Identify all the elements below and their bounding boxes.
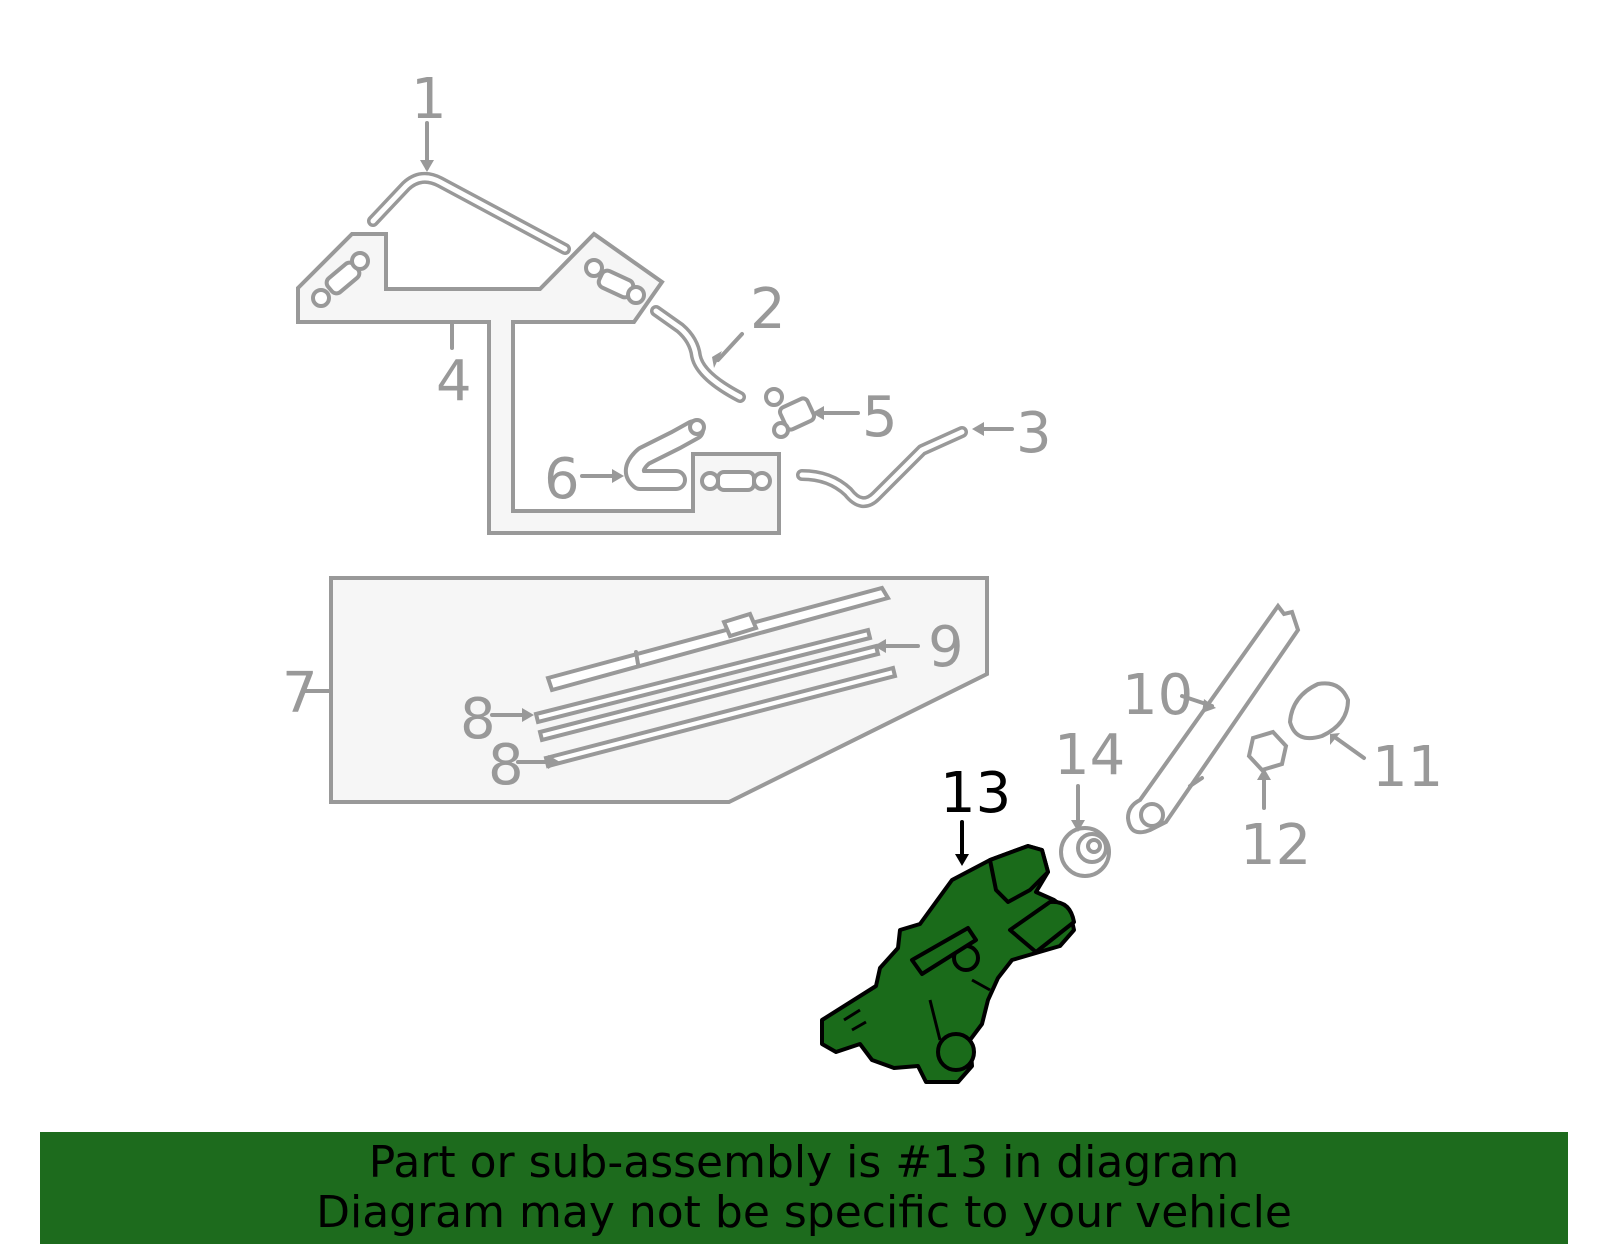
callout-10: 10 [1122,663,1193,728]
hose-2 [650,305,746,403]
part-10-wiper-arm [1125,602,1301,835]
wiper-blade [545,585,892,693]
part-6-elbow [623,418,706,491]
callout-9: 9 [928,615,964,680]
part-5-connector [764,387,817,439]
callout-13: 13 [940,761,1011,826]
leader-lines [303,121,1366,866]
connector-right [584,258,646,305]
refill-upper [533,627,873,725]
callout-3: 3 [1016,401,1052,466]
callout-14: 14 [1054,723,1125,788]
refill-middle [537,643,881,743]
callout-8-lower: 8 [488,733,524,798]
callout-5: 5 [862,385,898,450]
connector-left [311,251,370,308]
part-11-cap [1287,681,1351,741]
hose-1 [367,171,571,255]
part-14-grommet [1059,826,1111,878]
banner-line-1: Part or sub-assembly is #13 in diagram [368,1137,1240,1188]
part-12-nut [1246,729,1289,773]
callout-7: 7 [282,661,318,726]
connector-bottom [700,470,772,492]
callout-11: 11 [1372,735,1443,800]
info-banner: Part or sub-assembly is #13 in diagram D… [40,1132,1568,1244]
callout-8-upper: 8 [460,687,496,752]
callout-12: 12 [1240,813,1311,878]
callout-6: 6 [544,447,580,512]
hose-3 [796,426,968,508]
panel-4-outline [296,231,781,535]
part-13-wiper-motor [820,844,1076,1084]
callout-1: 1 [411,67,447,132]
banner-line-2: Diagram may not be specific to your vehi… [316,1187,1292,1238]
callout-4: 4 [436,349,472,414]
callout-2: 2 [750,277,786,342]
